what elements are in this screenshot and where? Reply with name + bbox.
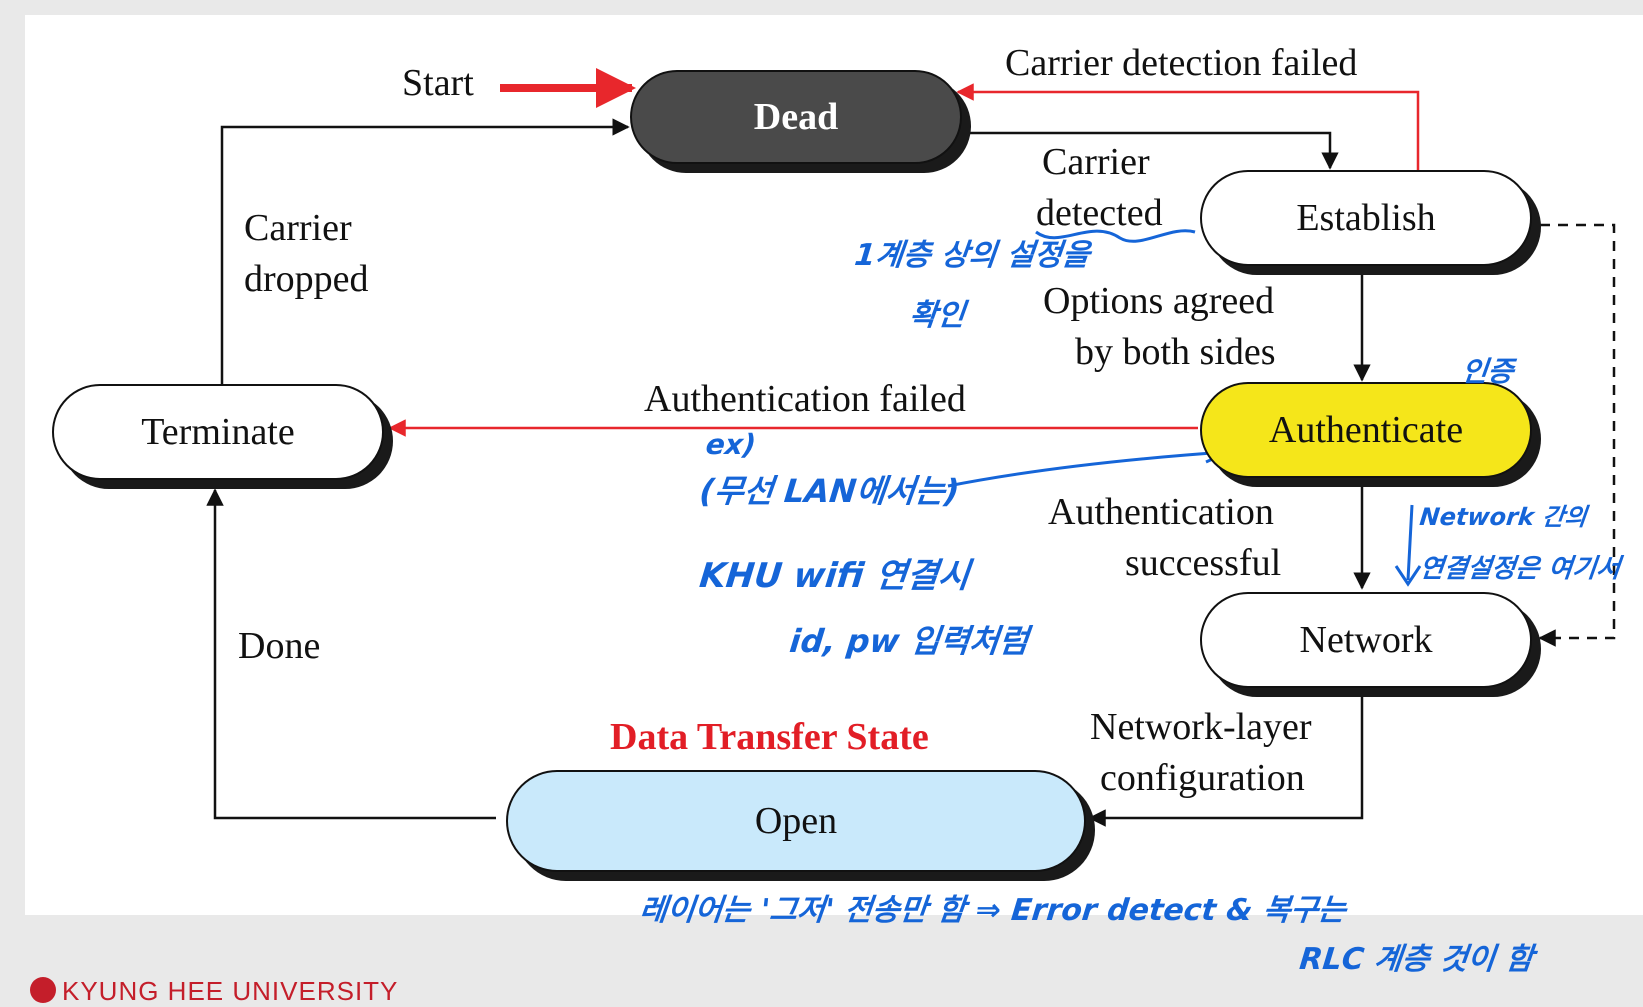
state-authenticate-label: Authenticate [1268,409,1464,451]
edge-carrier-dropped [220,118,630,384]
state-open: Open [506,770,1086,872]
note-layer1-2: 확인 [907,298,967,333]
edge-done [206,488,496,820]
note-bottom-1: 레이어는 '그저' 전송만 함 ⇒ Error detect & 복구는 [637,893,1348,928]
state-network-label: Network [1299,619,1433,661]
state-dead: Dead [630,70,962,164]
note-khu-wifi: KHU wifi 연결시 [697,556,972,596]
note-ex: ex) [704,428,758,461]
state-network: Network [1200,592,1532,688]
note-network-1: Network 간의 [1418,503,1589,531]
note-auth: 인증 [1460,355,1516,388]
pen-arrow-to-authenticate [947,436,1232,488]
university-footer: KYUNG HEE UNIVERSITY [30,976,398,1007]
label-done: Done [238,625,321,667]
label-data-transfer-state: Data Transfer State [610,716,929,758]
label-carrier-dropped-1: Carrier [244,207,352,249]
state-terminate: Terminate [52,384,384,480]
label-network-layer-config-1: Network-layer [1090,706,1312,748]
label-carrier-detected-2: detected [1036,192,1163,234]
state-open-label: Open [754,800,838,842]
edge-establish-to-network-dashed [1538,223,1616,647]
label-start: Start [402,62,474,104]
label-authentication-successful-1: Authentication [1048,491,1274,533]
label-carrier-detected-1: Carrier [1042,141,1150,183]
label-carrier-dropped-2: dropped [244,258,369,300]
state-dead-label: Dead [753,96,839,138]
edge-dead-to-establish [960,131,1339,170]
label-authentication-failed: Authentication failed [644,378,966,420]
note-layer1-1: 1계층 상의 설정을 [852,238,1092,273]
label-network-layer-config-2: configuration [1100,757,1305,799]
university-logo-icon [30,977,56,1003]
state-authenticate: Authenticate [1200,382,1532,478]
note-id-pw: id, pw 입력처럼 [787,622,1031,660]
note-wireless-lan: (무선 LAN에서는) [697,472,962,510]
label-carrier-detection-failed: Carrier detection failed [1005,42,1358,84]
state-establish-label: Establish [1296,197,1436,239]
pen-underline-carrier-detected [1035,229,1196,243]
label-options-agreed-1: Options agreed [1043,280,1275,322]
state-establish: Establish [1200,170,1532,266]
state-terminate-label: Terminate [141,411,295,453]
note-network-2: 연결설정은 여기서 [1418,554,1622,584]
pen-arrow-network-note [1394,504,1422,587]
label-authentication-successful-2: successful [1125,542,1282,584]
note-bottom-2: RLC 계층 것이 함 [1297,942,1536,977]
university-name: KYUNG HEE UNIVERSITY [62,976,399,1006]
edge-network-to-open [1088,690,1364,827]
label-options-agreed-2: by both sides [1075,331,1276,373]
edge-carrier-detection-failed [956,83,1420,172]
